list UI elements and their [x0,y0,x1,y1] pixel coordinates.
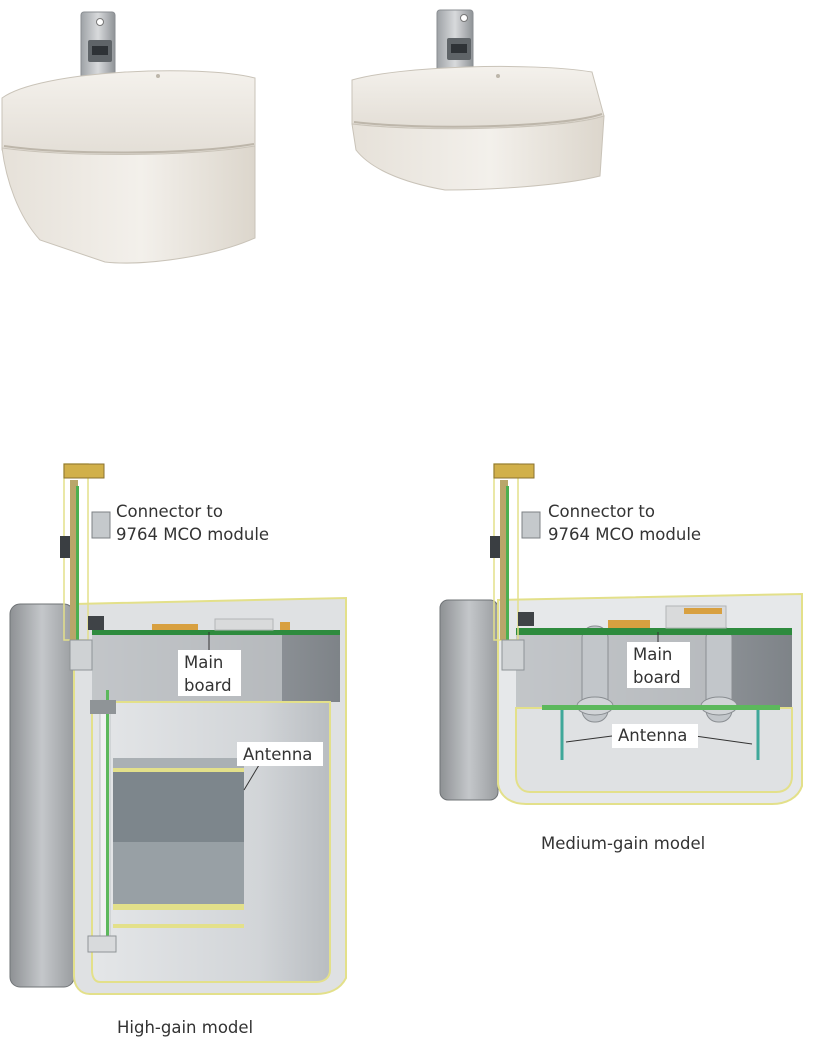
main-board-label-line2-high: board [184,676,232,695]
connector-part [60,536,70,558]
main-board-label-line2-medium: board [633,668,681,687]
antenna-plate-bottom-2 [113,924,244,928]
bracket-connector-slot [451,44,467,53]
housing-top-shell [2,71,255,157]
main-board-label-line1-high: Main [184,653,223,672]
main-board [516,628,792,635]
connector-block [522,512,540,538]
hinge-dark [518,612,534,626]
component-2-top [684,608,722,614]
caption-high-gain: High-gain model [117,1018,253,1037]
inner-tub [516,708,792,792]
medium-gain-housing-photo [352,10,604,190]
main-board [92,630,340,635]
connector-part [490,536,500,558]
connector-label-line2-high: 9764 MCO module [116,525,269,544]
antenna-board [542,705,780,710]
housing-top-shell [352,66,604,128]
housing-body [2,146,255,263]
connector-label-line1-medium: Connector to [548,502,655,521]
antenna-plate-bottom [113,904,244,910]
connector-top [494,464,534,478]
feed-connector-top [90,700,116,714]
connector-label-line1-high: Connector to [116,502,223,521]
component-3 [280,622,290,630]
caption-medium-gain: Medium-gain model [541,834,705,853]
antenna-plate-top [113,768,244,772]
antenna-block-lower [113,842,244,904]
main-board-label-line1-medium: Main [633,645,672,664]
connector-top [64,464,104,478]
connector-pcb-green [506,486,509,640]
side-panel [440,600,498,800]
antenna-label-medium: Antenna [618,726,687,745]
bracket-hole [97,19,104,26]
hinge-dark [88,616,104,630]
side-panel [10,604,74,987]
housing-screw-hole [156,74,160,78]
component-1 [152,624,198,630]
connector-label-line2-medium: 9764 MCO module [548,525,701,544]
feed-connector-bottom [88,936,116,952]
antenna-label-high: Antenna [243,745,312,764]
connector-pcb-green [76,486,79,640]
antenna-block [113,772,244,842]
component-1 [608,620,650,628]
bracket-connector-slot [92,46,108,55]
antenna-feed-line [106,690,109,952]
housing-screw-hole [496,74,500,78]
hinge-part [502,640,524,670]
upper-cavity-light [516,632,726,708]
hinge-part [70,640,92,670]
bracket-hole [461,15,468,22]
connector-block [92,512,110,538]
component-2 [215,619,273,630]
high-gain-housing-photo [2,12,255,263]
